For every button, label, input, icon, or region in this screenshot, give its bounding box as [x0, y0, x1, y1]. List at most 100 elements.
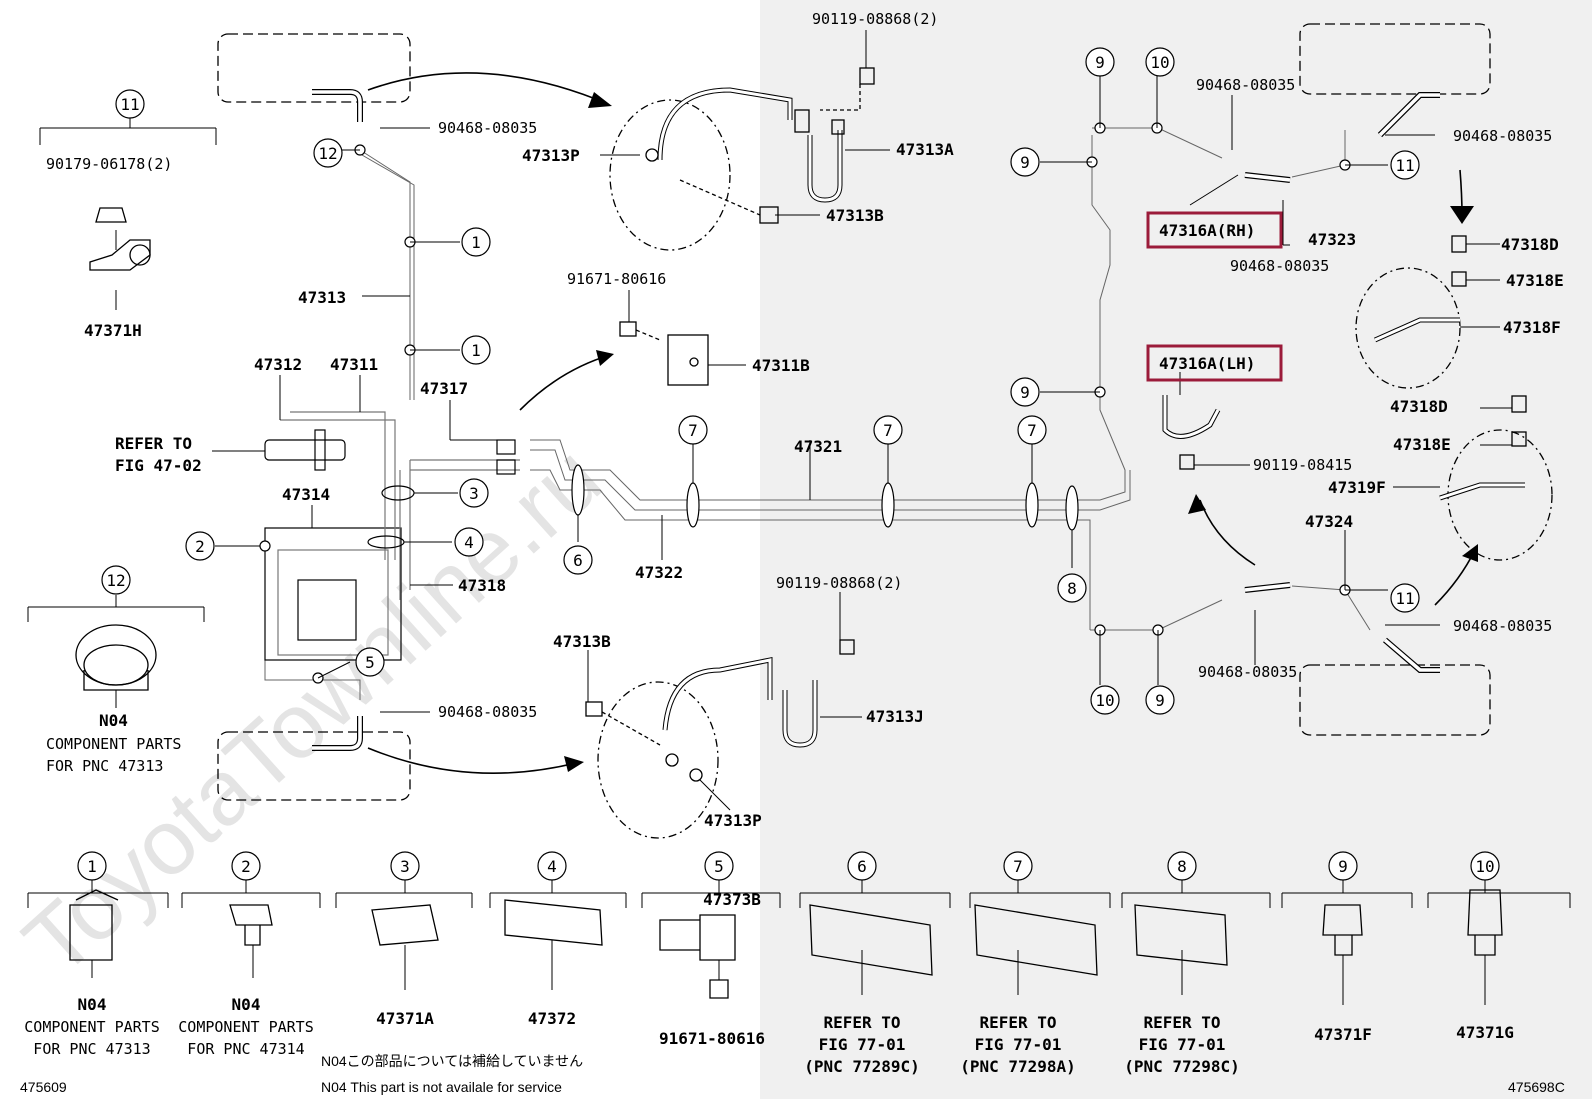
ref-circle-c9-c: 9	[1010, 377, 1040, 407]
svg-text:7: 7	[1027, 421, 1037, 440]
dashed-box-front-left	[217, 33, 411, 103]
label-90468-r5: 90468-08035	[1198, 663, 1297, 681]
label-47318E-b: 47318E	[1393, 435, 1451, 454]
clamp-6	[571, 464, 585, 516]
label-47318F: 47318F	[1503, 318, 1561, 337]
legend-line: FIG 77-01	[1139, 1035, 1226, 1054]
svg-text:12: 12	[318, 144, 337, 163]
label-47316A-LH[interactable]: 47316A(LH)	[1159, 354, 1255, 373]
master-cylinder	[264, 411, 520, 661]
label-47311: 47311	[330, 355, 378, 374]
svg-text:5: 5	[365, 653, 375, 672]
label-47313B-top: 47313B	[826, 206, 884, 225]
label-90468-r1: 90468-08035	[1196, 76, 1295, 94]
svg-text:10: 10	[1150, 53, 1169, 72]
svg-text:1: 1	[471, 233, 481, 252]
label-47313J: 47313J	[866, 707, 924, 726]
label-90468-r4: 90468-08035	[1453, 617, 1552, 635]
nut-90179	[95, 207, 127, 223]
label-n04-left-line2: FOR PNC 47313	[46, 757, 163, 775]
svg-text:9: 9	[1020, 383, 1030, 402]
ref-circle-c2: 2	[185, 531, 215, 561]
legend-number: 6	[857, 857, 867, 876]
label-47318D-a: 47318D	[1501, 235, 1559, 254]
label-47316A-RH[interactable]: 47316A(RH)	[1159, 221, 1255, 240]
svg-text:4: 4	[464, 533, 474, 552]
label-47321: 47321	[794, 437, 842, 456]
svg-text:9: 9	[1155, 691, 1165, 710]
clamp-8	[1065, 485, 1079, 531]
label-90468-left-bot: 90468-08035	[438, 703, 537, 721]
legend-number: 4	[547, 857, 557, 876]
footer-right-code: 475698C	[1508, 1079, 1565, 1095]
legend-number: 1	[87, 857, 97, 876]
legend-line: FIG 77-01	[819, 1035, 906, 1054]
ref-circle-c4: 4	[454, 527, 484, 557]
legend-line: (PNC 77298C)	[1124, 1057, 1240, 1076]
ref-circle-c5: 5	[355, 647, 385, 677]
clamp-7b	[881, 482, 895, 528]
svg-text:10: 10	[1095, 691, 1114, 710]
svg-text:2: 2	[195, 537, 205, 556]
ref-circle-c11-r2: 11	[1390, 583, 1420, 613]
legend-number: 10	[1475, 857, 1494, 876]
ref-circle-c11-top: 11	[115, 89, 145, 119]
label-47371H: 47371H	[84, 321, 142, 340]
clamp-7a	[686, 482, 700, 528]
ref-circle-c7-c: 7	[1017, 415, 1047, 445]
footer-left-code: 475609	[20, 1079, 67, 1095]
legend-line: 47373B	[703, 890, 761, 909]
ref-circle-c3: 3	[459, 478, 489, 508]
label-47319F: 47319F	[1328, 478, 1386, 497]
ref-circle-c9-d: 9	[1145, 685, 1175, 715]
legend-number: 9	[1338, 857, 1348, 876]
legend-line: 47371A	[376, 1009, 434, 1028]
svg-text:3: 3	[469, 484, 479, 503]
label-n04-left-line1: COMPONENT PARTS	[46, 735, 181, 753]
label-47317: 47317	[420, 379, 468, 398]
legend-item-9: 9 47371F	[1314, 851, 1372, 1044]
clip-47371H	[89, 239, 151, 271]
svg-text:9: 9	[1020, 153, 1030, 172]
legend-number: 7	[1013, 857, 1023, 876]
label-90468-r3: 90468-08035	[1230, 257, 1329, 275]
legend-line: 91671-80616	[659, 1029, 765, 1048]
ref-circle-c12-mid: 12	[101, 565, 131, 595]
ref-circle-c9-b: 9	[1010, 147, 1040, 177]
legend-item-4: 4 47372	[528, 851, 576, 1028]
label-90179: 90179-06178(2)	[46, 155, 172, 173]
svg-text:1: 1	[471, 341, 481, 360]
label-47313P-top: 47313P	[522, 146, 580, 165]
legend-line: 47371F	[1314, 1025, 1372, 1044]
ref-circle-c7-b: 7	[873, 415, 903, 445]
legend-line: 47372	[528, 1009, 576, 1028]
label-47313: 47313	[298, 288, 346, 307]
label-47314: 47314	[282, 485, 330, 504]
label-47313P-bot: 47313P	[704, 811, 762, 830]
ref-circle-c8: 8	[1057, 573, 1087, 603]
legend-item-10: 10 47371G	[1456, 851, 1514, 1042]
label-90119-08868-bot: 90119-08868(2)	[776, 574, 902, 592]
svg-text:11: 11	[1395, 156, 1414, 175]
legend-line: N04	[78, 995, 107, 1014]
highlight-47316A-RH	[1146, 211, 1283, 249]
label-47324: 47324	[1305, 512, 1353, 531]
label-90468-top: 90468-08035	[438, 119, 537, 137]
ref-circle-c10-b: 10	[1090, 685, 1120, 715]
legend-line: FOR PNC 47313	[33, 1040, 150, 1058]
dashed-box-rear-left	[217, 731, 411, 801]
label-90119-08868-top: 90119-08868(2)	[812, 10, 938, 28]
label-47313B-bot: 47313B	[553, 632, 611, 651]
legend-line: 47371G	[1456, 1023, 1514, 1042]
legend-number: 2	[241, 857, 251, 876]
svg-text:8: 8	[1067, 579, 1077, 598]
label-91671-top: 91671-80616	[567, 270, 666, 288]
label-47312: 47312	[254, 355, 302, 374]
refer-fig-47-02-line1: REFER TO	[115, 434, 192, 453]
